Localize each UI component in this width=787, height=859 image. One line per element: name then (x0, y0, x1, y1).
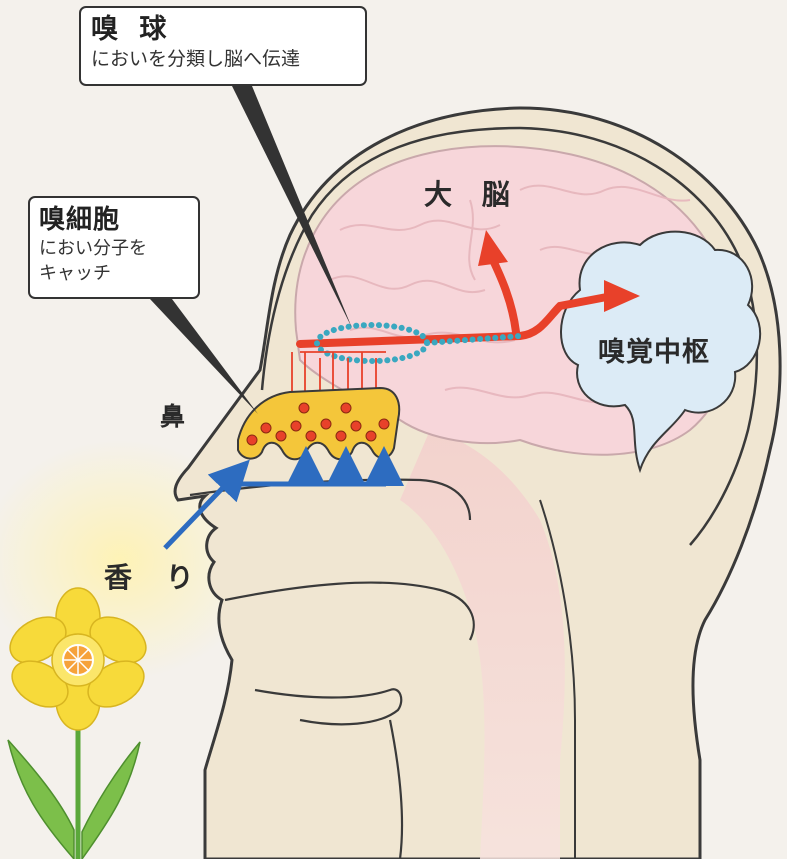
olfactory-bulb-title: 嗅 球 (91, 14, 173, 45)
olfactory-cell-title: 嗅細胞 (39, 205, 121, 235)
olfactory-cells (246, 402, 390, 446)
olfactory-bulb-description: においを分類し脳へ伝達 (91, 48, 301, 70)
olfactory-cell-callout: 嗅細胞 におい分子を キャッチ (28, 196, 200, 299)
aroma-flow-arrows (163, 446, 404, 550)
cell-callout-pointer (150, 299, 258, 414)
olfactory-bulb (314, 322, 523, 364)
bulb-callout-pointer (232, 86, 352, 328)
nose-label: 鼻 (160, 402, 186, 431)
olfactory-center-label: 嗅覚中枢 (598, 337, 710, 368)
olfactory-bulb-callout: 嗅 球 においを分類し脳へ伝達 (79, 6, 367, 86)
signal-arrow-to-olfactory-center (604, 280, 640, 312)
daffodil-flower-icon (7, 587, 147, 859)
olfactory-cell-description: におい分子を キャッチ (39, 238, 147, 284)
aroma-label: 香 り (104, 561, 206, 594)
cerebrum-label: 大 脳 (424, 178, 520, 211)
signal-arrow-to-cerebrum (478, 230, 508, 266)
